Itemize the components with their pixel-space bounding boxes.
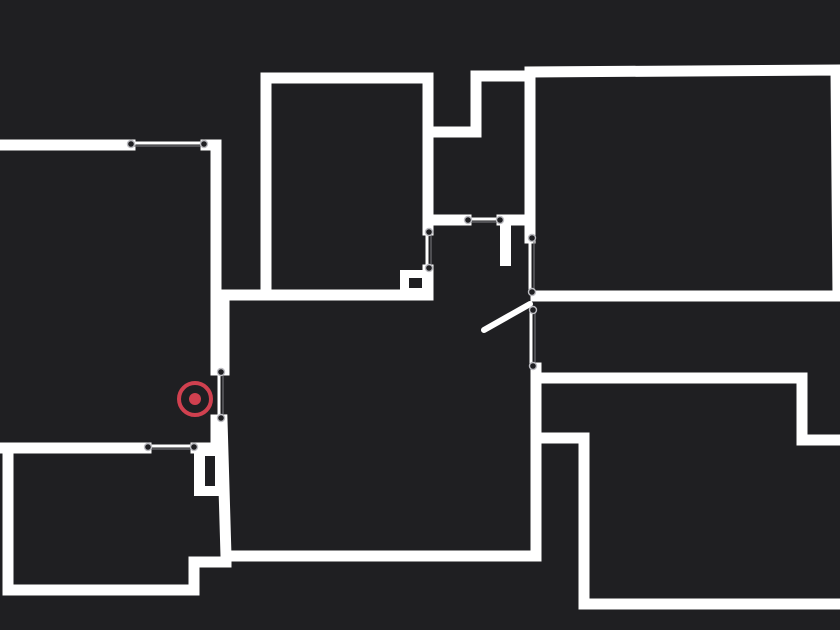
location-target-icon[interactable] [177,381,213,417]
doorway-upper-center-room[interactable] [424,227,434,273]
walls [0,64,840,610]
doorway-right-upper[interactable] [527,233,537,297]
doorway-upper-corridor[interactable] [463,215,505,225]
wall-lower-left-room-outer [2,446,232,596]
doorway-top-left[interactable] [126,139,209,149]
doorway-left-middle[interactable] [216,367,226,423]
doorway-right-middle[interactable] [528,305,538,371]
wall-top-left-room-right [200,139,222,376]
closet-hole [205,456,215,486]
wall-lower-right-room [530,362,840,610]
pillar-hole [409,278,422,288]
wall-upper-notch [422,70,536,138]
wall-right-middle-room [534,372,840,446]
wall-right-upper-room [524,64,840,302]
doorway-left-lower[interactable] [143,442,199,452]
wall-upper-center-room [260,72,434,298]
door-swing-open [481,301,533,333]
doorways [126,139,538,452]
wall-stub-vertical [500,220,511,266]
wall-lower-left-room-right [190,414,222,454]
